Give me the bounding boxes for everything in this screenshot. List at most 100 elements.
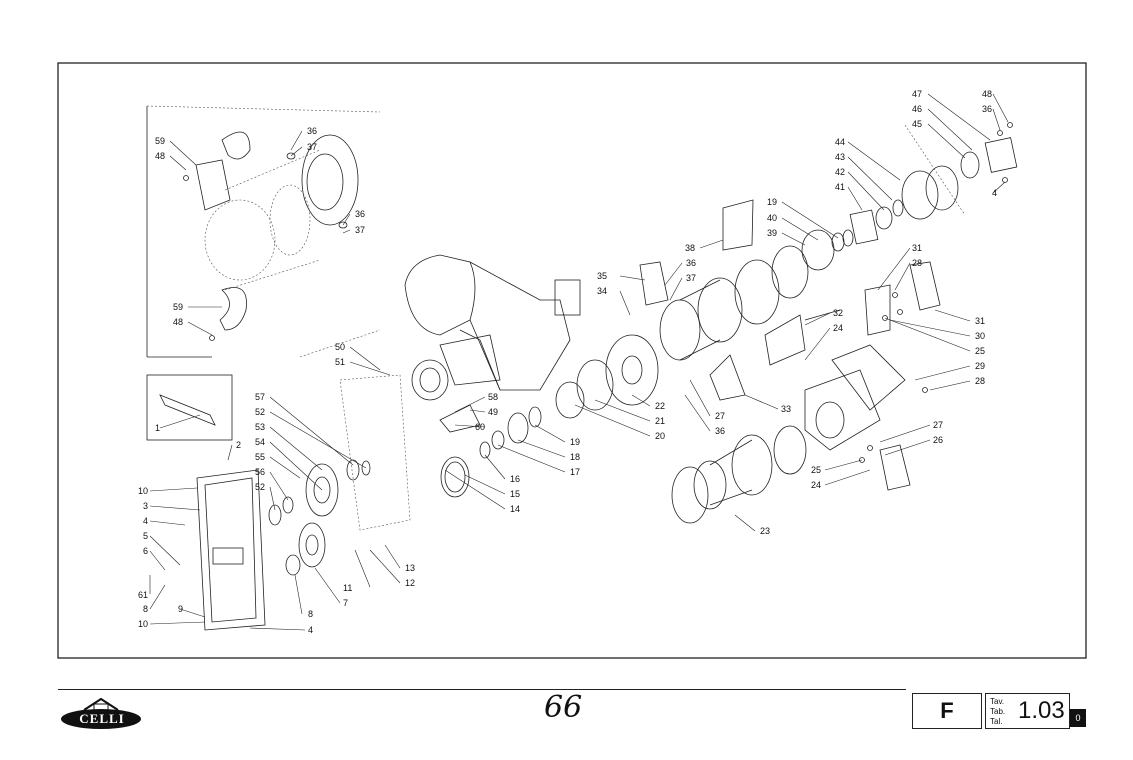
callout-label: 12 bbox=[405, 578, 415, 588]
side-cover-plate bbox=[196, 374, 411, 631]
callout-label: 31 bbox=[975, 316, 985, 326]
callout-label: 35 bbox=[597, 271, 607, 281]
page-number: 66 bbox=[544, 690, 583, 725]
inset-parts bbox=[183, 131, 359, 341]
callout-label: 21 bbox=[655, 416, 665, 426]
callout-label: 25 bbox=[975, 346, 985, 356]
callout-label: 4 bbox=[143, 516, 148, 526]
callout-label: 5 bbox=[143, 531, 148, 541]
exploded-parts-diagram: 59 48 36 37 36 37 59 48 50 51 57 52 53 5… bbox=[57, 62, 1087, 659]
callout-label: 52 bbox=[255, 407, 265, 417]
callout-label: 58 bbox=[488, 392, 498, 402]
callout-label: 4 bbox=[992, 188, 997, 198]
leader-lines bbox=[149, 93, 1009, 631]
tal-label: Tal. bbox=[990, 717, 1003, 726]
callout-label: 27 bbox=[933, 420, 943, 430]
callout-label: 61 bbox=[138, 590, 148, 600]
callout-label: 14 bbox=[510, 504, 520, 514]
callout-label: 36 bbox=[686, 258, 696, 268]
callout-label: 19 bbox=[767, 197, 777, 207]
callout-label: 8 bbox=[308, 609, 313, 619]
gearbox-housing bbox=[404, 254, 581, 401]
callout-label: 36 bbox=[307, 126, 317, 136]
callout-label: 24 bbox=[833, 323, 843, 333]
callout-label: 6 bbox=[143, 546, 148, 556]
callout-label: 10 bbox=[138, 486, 148, 496]
callout-label: 20 bbox=[655, 431, 665, 441]
callout-label: 32 bbox=[833, 308, 843, 318]
callout-labels: 59 48 36 37 36 37 59 48 50 51 57 52 53 5… bbox=[138, 89, 997, 635]
callout-label: 8 bbox=[143, 604, 148, 614]
tav-label: Tav. bbox=[990, 697, 1005, 706]
tab-label: Tab. bbox=[990, 707, 1006, 716]
callout-label: 4 bbox=[308, 625, 313, 635]
callout-label: 37 bbox=[355, 225, 365, 235]
callout-label: 3 bbox=[143, 501, 148, 511]
table-code: 1.03 bbox=[1018, 697, 1065, 724]
callout-label: 48 bbox=[173, 317, 183, 327]
callout-label: 1 bbox=[155, 423, 160, 433]
callout-label: 36 bbox=[355, 209, 365, 219]
gears bbox=[146, 374, 371, 576]
callout-label: 9 bbox=[178, 604, 183, 614]
callout-label: 40 bbox=[767, 213, 777, 223]
callout-label: 44 bbox=[835, 137, 845, 147]
callout-label: 43 bbox=[835, 152, 845, 162]
callout-label: 2 bbox=[236, 440, 241, 450]
revision-badge: 0 bbox=[1070, 709, 1086, 727]
callout-label: 22 bbox=[655, 401, 665, 411]
callout-label: 28 bbox=[975, 376, 985, 386]
callout-label: 37 bbox=[686, 273, 696, 283]
logo-text: CELLI bbox=[79, 711, 125, 726]
callout-label: 17 bbox=[570, 467, 580, 477]
callout-label: 19 bbox=[570, 437, 580, 447]
callout-label: 24 bbox=[811, 480, 821, 490]
footer-rule bbox=[58, 689, 906, 690]
callout-label: 26 bbox=[933, 435, 943, 445]
callout-label: 48 bbox=[155, 151, 165, 161]
callout-label: 7 bbox=[343, 598, 348, 608]
callout-label: 18 bbox=[570, 452, 580, 462]
callout-label: 39 bbox=[767, 228, 777, 238]
callout-label: 42 bbox=[835, 167, 845, 177]
callout-label: 34 bbox=[597, 286, 607, 296]
callout-label: 16 bbox=[510, 474, 520, 484]
callout-label: 31 bbox=[912, 243, 922, 253]
callout-label: 27 bbox=[715, 411, 725, 421]
callout-label: 33 bbox=[781, 404, 791, 414]
callout-label: 59 bbox=[173, 302, 183, 312]
callout-label: 56 bbox=[255, 467, 265, 477]
shaft-components bbox=[439, 334, 659, 498]
callout-label: 38 bbox=[685, 243, 695, 253]
rotor-hubs bbox=[659, 245, 906, 524]
callout-label: 41 bbox=[835, 182, 845, 192]
callout-label: 59 bbox=[155, 136, 165, 146]
callout-label: 10 bbox=[138, 619, 148, 629]
callout-label: 28 bbox=[912, 258, 922, 268]
celli-logo bbox=[61, 697, 141, 729]
callout-label: 25 bbox=[811, 465, 821, 475]
callout-label: 15 bbox=[510, 489, 520, 499]
callout-label: 13 bbox=[405, 563, 415, 573]
callout-label: 30 bbox=[975, 331, 985, 341]
callout-label: 55 bbox=[255, 452, 265, 462]
diagram-frame bbox=[57, 62, 1087, 659]
callout-label: 36 bbox=[982, 104, 992, 114]
callout-label: 52 bbox=[255, 482, 265, 492]
callout-label: 47 bbox=[912, 89, 922, 99]
callout-label: 48 bbox=[982, 89, 992, 99]
callout-label: 49 bbox=[488, 407, 498, 417]
table-reference-box: Tav. Tab. Tal. 1.03 bbox=[985, 693, 1070, 729]
callout-label: 57 bbox=[255, 392, 265, 402]
callout-label: 53 bbox=[255, 422, 265, 432]
callout-label: 23 bbox=[760, 526, 770, 536]
callout-label: 45 bbox=[912, 119, 922, 129]
callout-label: 37 bbox=[307, 142, 317, 152]
callout-label: 54 bbox=[255, 437, 265, 447]
section-letter: F bbox=[912, 693, 982, 729]
callout-label: 46 bbox=[912, 104, 922, 114]
callout-label: 50 bbox=[335, 342, 345, 352]
callout-label: 11 bbox=[343, 583, 352, 593]
callout-label: 29 bbox=[975, 361, 985, 371]
right-components bbox=[639, 122, 1018, 491]
